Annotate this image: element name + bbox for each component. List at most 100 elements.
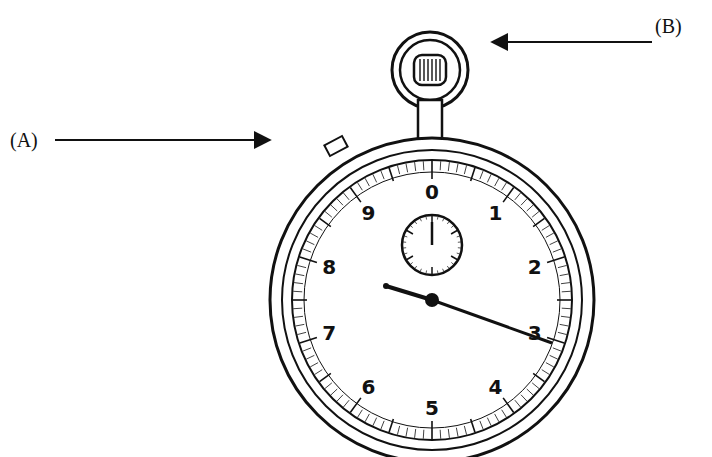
tick (315, 370, 323, 375)
tick (471, 419, 475, 432)
tick (550, 355, 558, 359)
tick (521, 199, 527, 206)
tick (303, 249, 311, 252)
tick (350, 188, 361, 203)
tick (440, 430, 442, 439)
crown-knob (414, 55, 446, 85)
tick (381, 421, 384, 429)
tick (451, 262, 453, 264)
tick (425, 270, 427, 273)
watch-bezel (282, 150, 582, 450)
tick (406, 163, 408, 172)
tick (297, 265, 306, 267)
callout-label: (A) (10, 130, 38, 150)
dial-ticks (293, 161, 571, 439)
tick (503, 188, 514, 203)
tick (560, 274, 569, 276)
tick (419, 59, 420, 81)
tick (295, 274, 304, 276)
tick (458, 241, 461, 242)
tick (515, 193, 521, 200)
tick (358, 183, 363, 191)
tick (389, 168, 393, 181)
tick (404, 236, 407, 238)
tick (464, 165, 466, 174)
tick (562, 308, 571, 310)
tick (495, 178, 499, 186)
tick (561, 283, 570, 284)
tick (435, 59, 436, 81)
dial-number: 1 (489, 203, 503, 223)
tick (420, 269, 421, 272)
tick (415, 429, 416, 438)
tick (456, 428, 458, 437)
dial-number: 9 (362, 203, 376, 223)
dial (292, 160, 572, 440)
tick (431, 59, 432, 81)
dial-ring (304, 172, 560, 428)
dial-number: 6 (362, 377, 376, 397)
tick (294, 283, 303, 284)
tick (532, 211, 539, 217)
tick (365, 414, 369, 422)
tick (502, 410, 507, 418)
tick (358, 410, 363, 418)
tick (480, 421, 483, 429)
tick (456, 163, 458, 172)
tick (373, 174, 377, 182)
tick (325, 211, 332, 217)
tick (527, 389, 534, 395)
tick (325, 383, 332, 389)
dial-number: 0 (425, 182, 439, 202)
tick (423, 59, 424, 81)
tick (403, 247, 406, 248)
tick (407, 256, 413, 260)
tick (437, 217, 439, 220)
tick (546, 363, 554, 367)
tick (297, 332, 306, 334)
tick (410, 226, 412, 228)
tick (562, 291, 571, 293)
dial-number: 7 (322, 323, 336, 343)
tick (561, 316, 570, 317)
tick (558, 332, 567, 334)
tick (306, 241, 314, 245)
tick (471, 168, 475, 181)
tick (425, 217, 427, 220)
tick (403, 241, 406, 242)
tick (448, 429, 449, 438)
tick (550, 241, 558, 245)
tick (415, 266, 417, 268)
subdial-ticks (403, 216, 461, 274)
tick (300, 257, 317, 263)
short-hand (386, 286, 432, 300)
tick (542, 226, 550, 231)
tick (557, 299, 571, 301)
tick (295, 324, 304, 326)
dial-number: 4 (489, 377, 503, 397)
tick (310, 363, 318, 367)
tick (373, 418, 377, 426)
tick (464, 426, 466, 435)
tick (415, 222, 417, 224)
tick (381, 171, 384, 179)
tick (448, 162, 449, 171)
side-button (324, 136, 347, 156)
tick (431, 267, 433, 274)
leader-arrow (55, 139, 270, 141)
tick (310, 233, 318, 237)
tick (527, 205, 534, 211)
tick (320, 218, 331, 226)
dial-number: 8 (322, 257, 336, 277)
tick (331, 205, 338, 211)
knurling (420, 59, 440, 81)
subdial-hand (431, 222, 434, 245)
tick (427, 59, 428, 81)
tick (451, 231, 457, 235)
tick (495, 414, 499, 422)
hand-tip (383, 283, 389, 289)
tick (553, 249, 561, 252)
tick (343, 400, 349, 407)
tick (502, 183, 507, 191)
